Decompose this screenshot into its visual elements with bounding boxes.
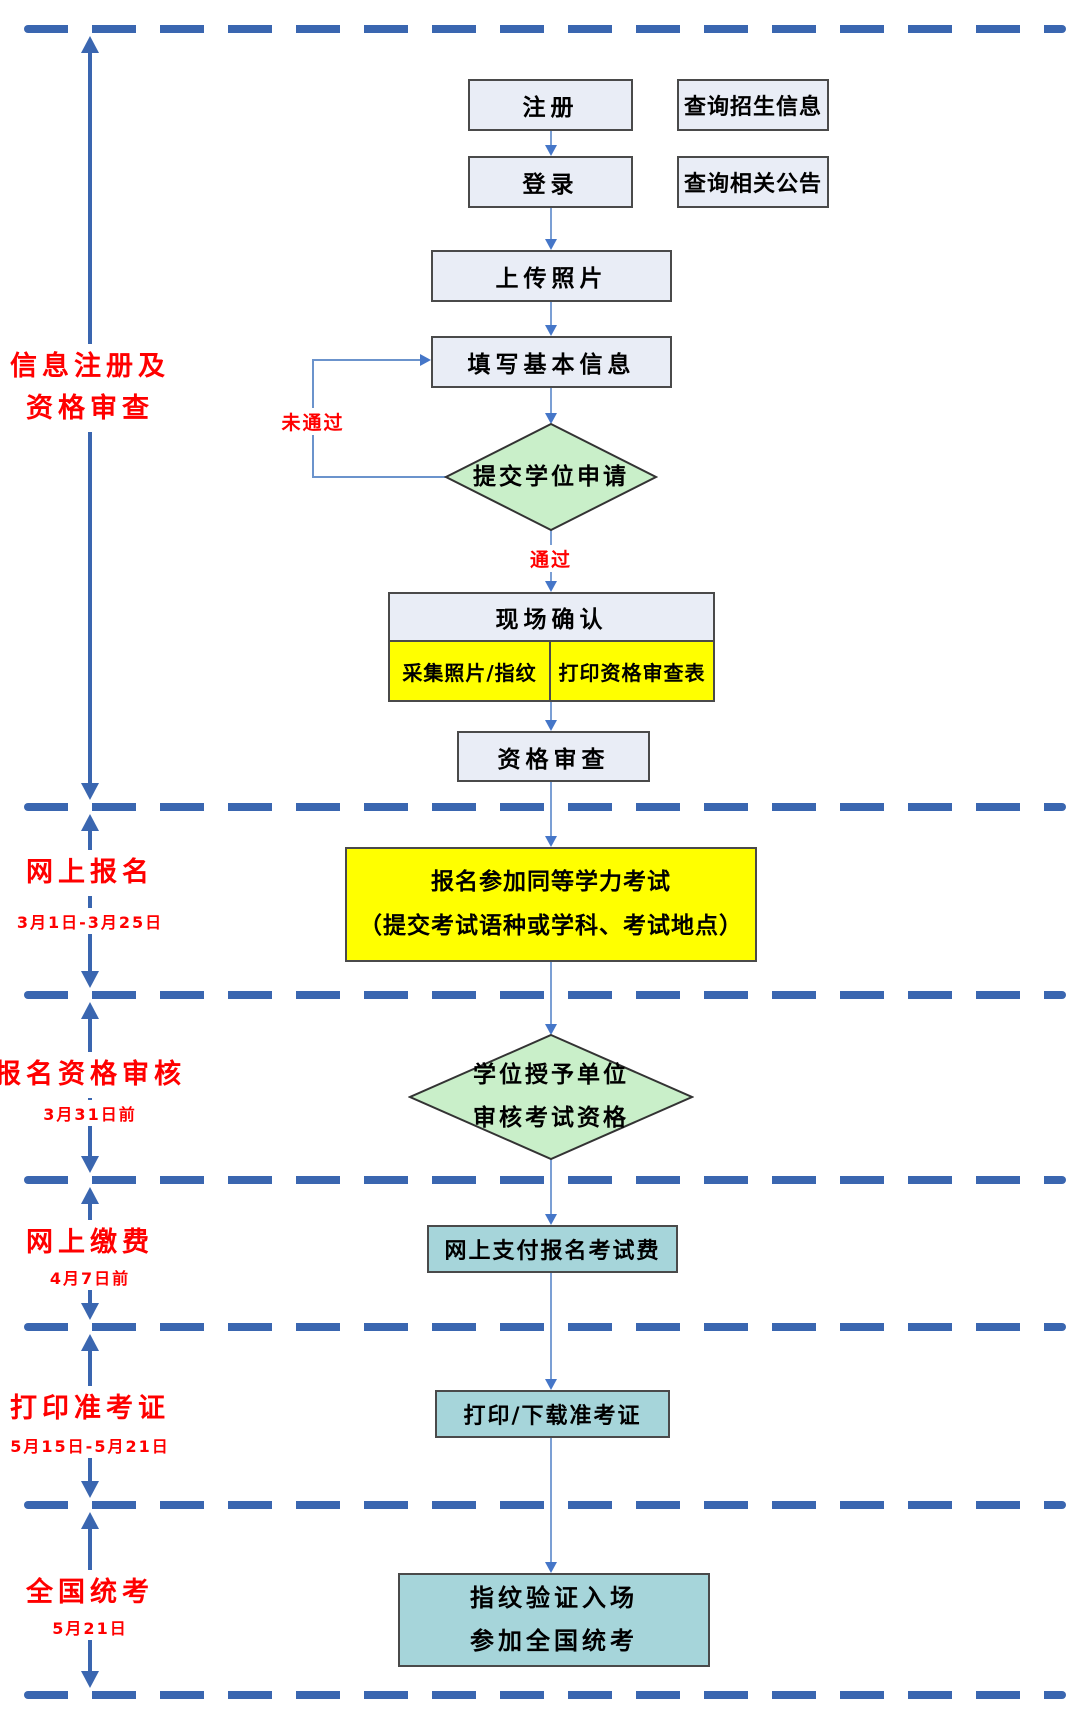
- section-label-registration: 信息注册及 资格审查: [4, 344, 176, 432]
- flow-arrow: [545, 388, 557, 424]
- flow-node-login: 登录: [468, 156, 633, 208]
- flow-node-final-exam-entry: 指纹验证入场 参加全国统考: [398, 1573, 710, 1667]
- flow-node-pay-exam-fee: 网上支付报名考试费: [427, 1225, 678, 1273]
- flow-arrow: [545, 131, 557, 156]
- decision-unit-review-shape: [408, 1033, 694, 1161]
- flow-node-query-admission-info: 查询招生信息: [677, 79, 829, 131]
- flow-node-print-admission-ticket: 打印/下载准考证: [435, 1390, 670, 1438]
- section-divider: [24, 1323, 1066, 1331]
- section-divider: [24, 803, 1066, 811]
- section-date-online-payment: 4月7日前: [45, 1264, 135, 1290]
- loop-arrow-head: [420, 354, 431, 366]
- enroll-exam-line2: （提交考试语种或学科、考试地点）: [359, 912, 743, 939]
- unit-review-line2: 审核考试资格: [473, 1105, 629, 1131]
- flow-node-collect-photo-fingerprint: 采集照片/指纹: [388, 640, 551, 702]
- final-exam-line1: 指纹验证入场: [470, 1583, 638, 1612]
- flow-arrow: [545, 782, 557, 847]
- final-exam-line2: 参加全国统考: [470, 1627, 638, 1655]
- flow-arrow: [545, 1159, 557, 1225]
- flow-node-upload-photo: 上传照片: [431, 250, 672, 302]
- flow-node-onsite-confirm: 现场确认: [388, 592, 715, 642]
- section-divider: [24, 991, 1066, 999]
- flow-arrow: [545, 1438, 557, 1573]
- flow-node-qualification-review: 资格审查: [457, 731, 650, 782]
- section-label-qualification-check: 报名资格审核: [0, 1052, 192, 1098]
- edge-label-passed: 通过: [526, 545, 576, 572]
- flow-node-print-review-form: 打印资格审查表: [549, 640, 715, 702]
- section-divider: [24, 1176, 1066, 1184]
- flow-arrow: [545, 302, 557, 336]
- section-label-line: 资格审查: [26, 392, 154, 424]
- edge-label-not-passed: 未通过: [278, 408, 348, 435]
- flow-arrow: [545, 208, 557, 250]
- unit-review-line1: 学位授予单位: [473, 1062, 629, 1089]
- enroll-exam-line1: 报名参加同等学力考试: [431, 868, 671, 895]
- flow-node-fill-basic-info: 填写基本信息: [431, 336, 672, 388]
- section-divider: [24, 1501, 1066, 1509]
- section-label-line: 信息注册及: [10, 351, 170, 382]
- loop-arrow-segment: [312, 359, 420, 361]
- flow-node-enroll-exam: 报名参加同等学力考试 （提交考试语种或学科、考试地点）: [345, 847, 757, 962]
- decision-submit-degree-application: 提交学位申请: [473, 463, 629, 490]
- section-divider: [24, 1691, 1066, 1699]
- section-date-national-exam: 5月21日: [48, 1614, 132, 1640]
- flow-arrow: [545, 1273, 557, 1390]
- section-date-qualification-check: 3月31日前: [39, 1100, 141, 1126]
- loop-arrow-segment: [312, 476, 446, 478]
- section-label-online-signup: 网上报名: [20, 850, 160, 896]
- flow-arrow: [545, 702, 557, 731]
- flow-node-query-notices: 查询相关公告: [677, 156, 829, 208]
- flow-node-register: 注册: [468, 79, 633, 131]
- section-label-national-exam: 全国统考: [20, 1570, 160, 1616]
- timeline-arrow: [81, 814, 99, 988]
- flow-arrow: [545, 962, 557, 1035]
- section-label-online-payment: 网上缴费: [20, 1220, 160, 1266]
- decision-submit-degree-application-shape: [444, 422, 658, 532]
- section-date-print-ticket: 5月15日-5月21日: [6, 1432, 174, 1458]
- section-date-online-signup: 3月1日-3月25日: [12, 908, 168, 934]
- decision-unit-review: 学位授予单位 审核考试资格: [408, 1033, 694, 1161]
- section-label-print-ticket: 打印准考证: [4, 1386, 176, 1432]
- section-divider: [24, 25, 1066, 33]
